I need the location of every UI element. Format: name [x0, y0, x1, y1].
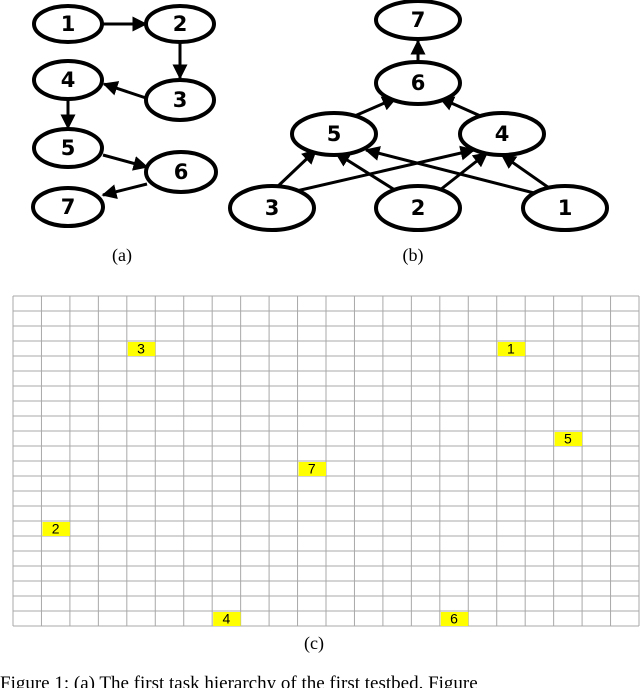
- highlight-cell-7: 7: [298, 461, 326, 477]
- highlight-cell-5: 5: [554, 431, 583, 447]
- node-b-2-label: 2: [411, 196, 426, 220]
- node-b-3-label: 3: [265, 196, 280, 220]
- node-a-5-label: 5: [61, 136, 76, 160]
- panel-a-label: (a): [112, 245, 132, 266]
- highlight-cell-label: 5: [564, 431, 572, 447]
- node-a-7-label: 7: [61, 195, 76, 219]
- figure-caption: Figure 1: (a) The first task hierarchy o…: [0, 673, 478, 688]
- highlight-cell-fill: [298, 462, 326, 476]
- node-a-6-label: 6: [174, 160, 189, 184]
- edge-4-6: [438, 96, 486, 120]
- panel-b-edges: [274, 39, 553, 196]
- panel-b-label: (b): [403, 245, 424, 266]
- node-b-7-label: 7: [411, 8, 426, 32]
- highlight-cell-label: 4: [223, 611, 231, 627]
- node-b-6: 6: [374, 60, 462, 106]
- edge-5-6: [102, 153, 149, 171]
- node-b-2: 2: [374, 184, 462, 232]
- node-b-3: 3: [228, 184, 316, 232]
- node-b-5-label: 5: [327, 122, 342, 146]
- node-b-1: 1: [521, 184, 609, 232]
- highlight-cell-1: 1: [497, 341, 526, 357]
- panel-c-label: (c): [304, 633, 324, 654]
- highlight-cell-4: 4: [213, 611, 241, 627]
- node-b-7: 7: [374, 0, 462, 41]
- highlight-cell-fill: [497, 342, 526, 356]
- node-a-1: 1: [32, 4, 104, 44]
- node-a-4-label: 4: [61, 68, 76, 92]
- edge-2-4: [439, 151, 489, 192]
- node-a-1-label: 1: [61, 12, 76, 36]
- panel-a-edges: [60, 16, 188, 200]
- panel-b-graph: 7 6 5 4 3 2 1: [228, 0, 609, 232]
- node-a-7: 7: [31, 186, 105, 228]
- node-a-2: 2: [144, 4, 216, 44]
- node-b-4-label: 4: [495, 122, 510, 146]
- edge-1-4: [500, 153, 553, 192]
- node-b-4: 4: [458, 111, 546, 157]
- panel-c-grid: [12, 295, 640, 627]
- highlight-cell-label: 1: [507, 341, 515, 357]
- edge-3-4: [102, 81, 147, 100]
- edge-1-5: [364, 146, 539, 196]
- node-a-4: 4: [32, 59, 104, 101]
- highlight-cell-label: 6: [450, 611, 458, 627]
- node-a-3: 3: [144, 78, 216, 122]
- edge-6-7: [101, 182, 148, 200]
- highlight-cell-6: 6: [440, 611, 469, 627]
- highlight-cell-3: 3: [127, 341, 156, 357]
- panel-a-graph: 1 2 3 4 5 6 7: [31, 4, 218, 228]
- node-b-1-label: 1: [558, 196, 573, 220]
- node-a-2-label: 2: [173, 12, 188, 36]
- highlight-cell-2: 2: [42, 521, 70, 537]
- highlight-cell-label: 3: [137, 341, 145, 357]
- panel-c-cells: 3 1 5 7 2 4 6: [42, 341, 583, 627]
- node-b-5: 5: [290, 111, 378, 157]
- edge-2-5: [334, 151, 399, 194]
- highlight-cell-fill: [127, 342, 156, 356]
- node-a-6: 6: [144, 150, 218, 194]
- node-a-3-label: 3: [173, 88, 188, 112]
- node-b-6-label: 6: [411, 71, 426, 95]
- highlight-cell-fill: [213, 612, 241, 626]
- node-a-5: 5: [32, 127, 104, 169]
- highlight-cell-label: 7: [308, 461, 316, 477]
- edge-3-5: [274, 148, 318, 190]
- highlight-cell-label: 2: [52, 521, 60, 537]
- highlight-cell-fill: [554, 432, 583, 446]
- highlight-cell-fill: [42, 522, 70, 536]
- highlight-cell-fill: [440, 612, 469, 626]
- edge-3-4: [291, 145, 476, 194]
